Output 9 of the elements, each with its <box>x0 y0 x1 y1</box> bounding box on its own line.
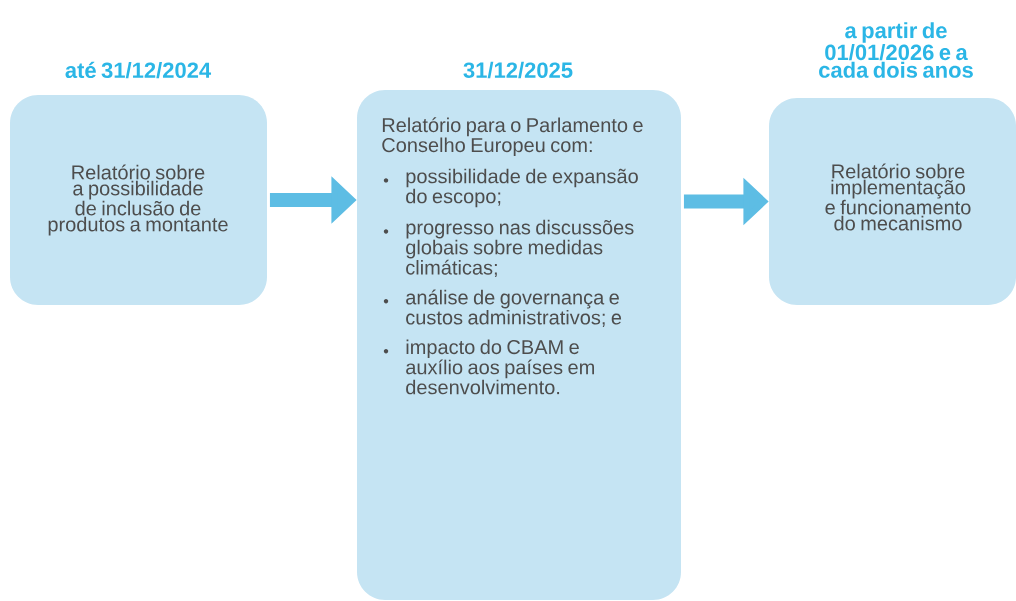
bullet-item: progresso nas discussões globais sobre medidas climáticas; <box>383 219 634 278</box>
report-box: Relatório sobre implementação e funcionamento do mecanismo <box>769 98 1016 305</box>
date-heading: até 31/12/2024 <box>65 61 212 79</box>
date-heading: a partir de 01/01/2026 e a cada dois anos <box>819 22 973 78</box>
bullet-item: impacto do CBAM e auxílio aos países em desenvolvimento. <box>383 339 594 395</box>
date-heading: 31/12/2025 <box>463 61 573 79</box>
report-box: Relatório sobre a possibilidade de inclusão de produtos a montante <box>10 95 267 305</box>
bullet-item: análise de governança e custos administrativos; e <box>383 289 622 327</box>
bullet-item: possibilidade de expansão do escopo; <box>383 168 638 208</box>
